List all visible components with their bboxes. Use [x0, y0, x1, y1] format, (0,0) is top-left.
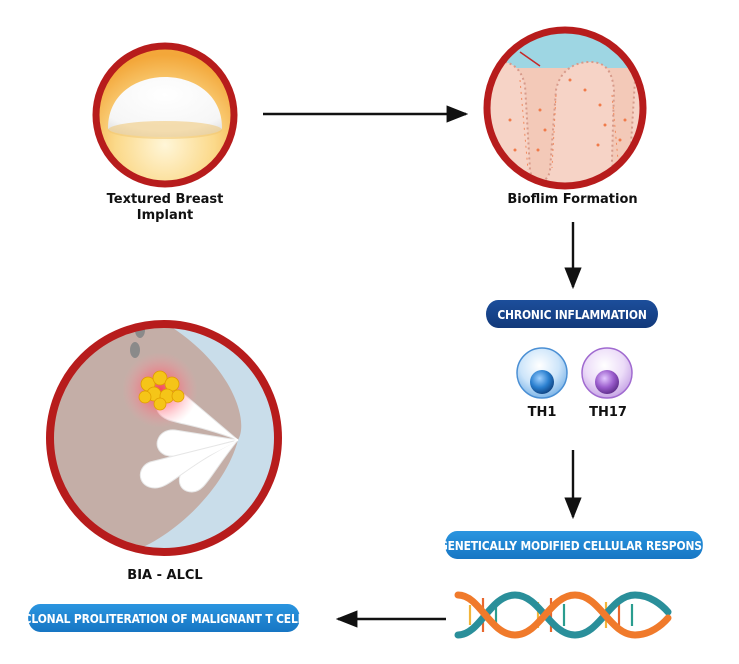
genetic-response-pill: GENETICALLY MODIFIED CELLULAR RESPONSE: [439, 531, 709, 559]
implant-caption: Textured Breast Implant: [95, 192, 235, 224]
th1-cell-icon: [516, 347, 568, 399]
biofilm-caption: Bioflim Formation: [507, 192, 638, 207]
breast-tumor-circle: [46, 320, 282, 556]
th1-label: TH1: [527, 405, 557, 420]
chronic-inflammation-pill: CHRONIC INFLAMMATION: [486, 300, 658, 328]
clonal-proliferation-pill: CLONAL PROLITERATION OF MALIGNANT T CELL: [24, 604, 304, 632]
th17-label: TH17: [589, 405, 627, 420]
implant-caption-line2: Implant: [136, 208, 194, 223]
th17-cell-icon: [581, 347, 633, 399]
biofilm-circle: [483, 26, 647, 190]
implant-caption-line1: Textured Breast: [106, 192, 224, 207]
bia-alcl-label: BIA - ALCL: [127, 568, 203, 583]
dna-helix-icon: [454, 591, 672, 639]
implant-circle: [92, 42, 238, 188]
